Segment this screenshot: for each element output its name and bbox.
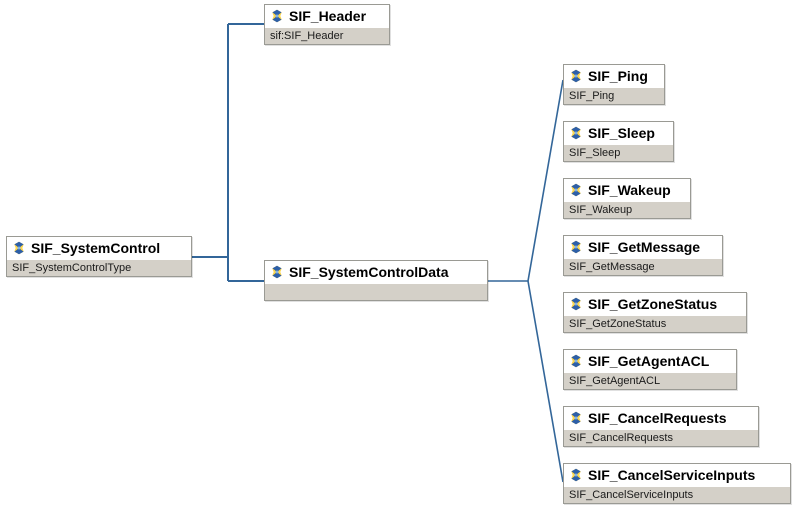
node-title-bar: SIF_GetAgentACL xyxy=(564,350,736,372)
schema-element-icon xyxy=(14,241,24,255)
node-sif-getmessage[interactable]: SIF_GetMessage SIF_GetMessage xyxy=(563,235,723,276)
node-subtitle-bar: sif:SIF_Header xyxy=(265,27,389,44)
node-subtitle-bar xyxy=(265,283,487,300)
node-subtitle-text: SIF_CancelServiceInputs xyxy=(569,488,694,501)
node-title-text: SIF_GetAgentACL xyxy=(588,353,710,369)
node-title-text: SIF_Sleep xyxy=(588,125,655,141)
node-subtitle-bar: SIF_CancelServiceInputs xyxy=(564,486,790,503)
schema-element-icon xyxy=(571,240,581,254)
node-title-bar: SIF_Ping xyxy=(564,65,664,87)
node-subtitle-text: SIF_Wakeup xyxy=(569,203,633,216)
node-title-text: SIF_SystemControlData xyxy=(289,264,449,280)
node-title-text: SIF_GetMessage xyxy=(588,239,701,255)
node-sif-systemcontrol[interactable]: SIF_SystemControl SIF_SystemControlType xyxy=(6,236,192,277)
node-title-text: SIF_SystemControl xyxy=(31,240,161,256)
node-subtitle-bar: SIF_CancelRequests xyxy=(564,429,758,446)
node-title-text: SIF_Wakeup xyxy=(588,182,671,198)
node-subtitle-bar: SIF_SystemControlType xyxy=(7,259,191,276)
node-sif-header[interactable]: SIF_Header sif:SIF_Header xyxy=(264,4,390,45)
node-title-text: SIF_CancelServiceInputs xyxy=(588,467,756,483)
node-sif-sleep[interactable]: SIF_Sleep SIF_Sleep xyxy=(563,121,674,162)
node-title-bar: SIF_Wakeup xyxy=(564,179,690,201)
node-subtitle-text: SIF_CancelRequests xyxy=(569,431,673,444)
node-title-bar: SIF_GetMessage xyxy=(564,236,722,258)
node-subtitle-bar: SIF_Sleep xyxy=(564,144,673,161)
node-sif-getagentacl[interactable]: SIF_GetAgentACL SIF_GetAgentACL xyxy=(563,349,737,390)
schema-element-icon xyxy=(571,297,581,311)
schema-element-icon xyxy=(571,69,581,83)
node-sif-wakeup[interactable]: SIF_Wakeup SIF_Wakeup xyxy=(563,178,691,219)
edge-fan-up xyxy=(527,79,564,282)
node-subtitle-text: SIF_Ping xyxy=(569,89,615,102)
node-subtitle-text: SIF_GetZoneStatus xyxy=(569,317,667,330)
node-sif-cancelserviceinputs[interactable]: SIF_CancelServiceInputs SIF_CancelServic… xyxy=(563,463,791,504)
node-title-bar: SIF_Sleep xyxy=(564,122,673,144)
schema-element-icon xyxy=(272,9,282,23)
node-sif-ping[interactable]: SIF_Ping SIF_Ping xyxy=(563,64,665,105)
node-subtitle-text: SIF_GetMessage xyxy=(569,260,655,273)
node-subtitle-text: SIF_Sleep xyxy=(569,146,621,159)
node-subtitle-bar: SIF_GetMessage xyxy=(564,258,722,275)
schema-element-icon xyxy=(272,265,282,279)
node-subtitle-bar: SIF_GetAgentACL xyxy=(564,372,736,389)
schema-element-icon xyxy=(571,126,581,140)
schema-element-icon xyxy=(571,411,581,425)
schema-element-icon xyxy=(571,183,581,197)
node-title-bar: SIF_CancelServiceInputs xyxy=(564,464,790,486)
node-title-bar: SIF_CancelRequests xyxy=(564,407,758,429)
node-title-text: SIF_Header xyxy=(289,8,367,24)
node-title-bar: SIF_GetZoneStatus xyxy=(564,293,746,315)
node-title-bar: SIF_SystemControlData xyxy=(265,261,487,283)
node-subtitle-text: SIF_SystemControlType xyxy=(12,261,132,274)
edge-fan-down xyxy=(527,280,564,483)
node-sif-cancelrequests[interactable]: SIF_CancelRequests SIF_CancelRequests xyxy=(563,406,759,447)
node-title-bar: SIF_Header xyxy=(265,5,389,27)
node-sif-systemcontroldata[interactable]: SIF_SystemControlData xyxy=(264,260,488,301)
node-sif-getzonestatus[interactable]: SIF_GetZoneStatus SIF_GetZoneStatus xyxy=(563,292,747,333)
node-title-bar: SIF_SystemControl xyxy=(7,237,191,259)
node-title-text: SIF_CancelRequests xyxy=(588,410,727,426)
node-subtitle-text: sif:SIF_Header xyxy=(270,29,344,42)
node-subtitle-bar: SIF_GetZoneStatus xyxy=(564,315,746,332)
node-title-text: SIF_Ping xyxy=(588,68,648,84)
node-subtitle-bar: SIF_Wakeup xyxy=(564,201,690,218)
node-title-text: SIF_GetZoneStatus xyxy=(588,296,718,312)
schema-element-icon xyxy=(571,468,581,482)
node-subtitle-bar: SIF_Ping xyxy=(564,87,664,104)
node-subtitle-text: SIF_GetAgentACL xyxy=(569,374,661,387)
schema-element-icon xyxy=(571,354,581,368)
